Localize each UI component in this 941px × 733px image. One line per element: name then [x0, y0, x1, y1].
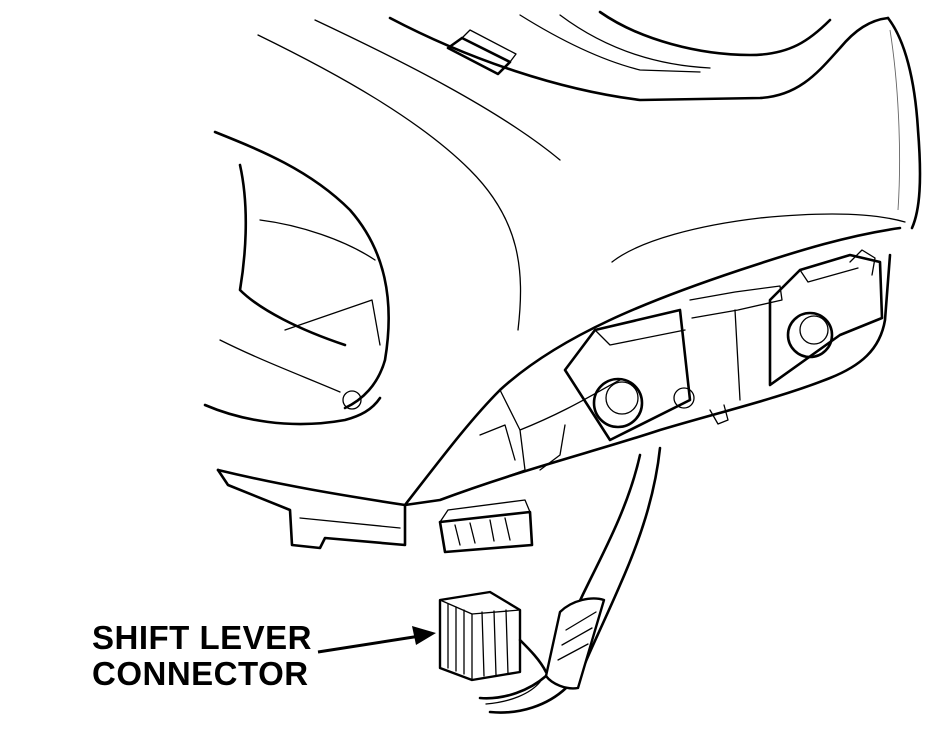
- wire-harness: [478, 446, 662, 714]
- bezel-underside-connector: [438, 499, 534, 554]
- shift-lever-bezel: [403, 226, 902, 507]
- left-console-opening: [203, 130, 390, 426]
- console-upper-housing: [257, 10, 922, 331]
- callout-leader-arrow: [317, 626, 436, 654]
- shift-lever-connector: [438, 590, 548, 682]
- left-mounting-boss: [563, 308, 729, 442]
- right-mounting-boss: [768, 249, 884, 387]
- top-locating-tab: [446, 29, 517, 76]
- bezel-center-slot: [689, 285, 783, 401]
- console-lower-edge: [216, 468, 407, 550]
- shift-lever-connector-label: SHIFT LEVER CONNECTOR: [92, 620, 312, 692]
- callout-line-2: CONNECTOR: [92, 655, 309, 692]
- callout-line-1: SHIFT LEVER: [92, 619, 313, 656]
